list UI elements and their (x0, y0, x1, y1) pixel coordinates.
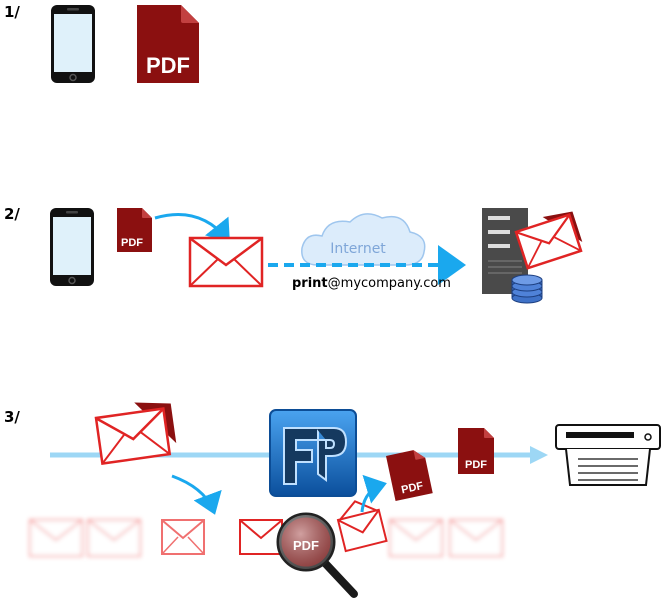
conveyor-arrowhead (530, 446, 548, 464)
fp-logo-icon (269, 409, 357, 497)
envelope-icon (514, 211, 583, 270)
pdf-file-label: PDF (400, 480, 424, 496)
blurred-envelope-queue (29, 519, 503, 557)
pdf-file-label: PDF (121, 237, 143, 249)
curved-arrow-down (171, 474, 222, 515)
cloud-label: Internet (330, 241, 386, 257)
curved-arrow-up (360, 474, 387, 513)
pdf-file-icon: PDF (386, 450, 433, 501)
step-3-label: 3/ (4, 408, 20, 426)
pdf-file-icon: PDF (137, 5, 199, 83)
pdf-file-label: PDF (146, 53, 190, 78)
curved-arrow (154, 213, 230, 243)
pdf-file-icon: PDF (117, 208, 152, 252)
cloud-icon: Internet (301, 213, 426, 266)
envelope-icon (94, 402, 177, 465)
envelope-icon (336, 500, 388, 553)
database-icon (511, 274, 543, 304)
pdf-file-label: PDF (465, 459, 487, 471)
email-address: print@mycompany.com (292, 276, 451, 291)
step-2-label: 2/ (4, 205, 20, 223)
email-user: print (292, 276, 328, 291)
envelope-icon (239, 519, 283, 555)
smartphone-icon (51, 5, 95, 83)
step-1-label: 1/ (4, 3, 20, 21)
magnifier-icon: PDF (276, 512, 358, 598)
envelope-icon (188, 236, 264, 288)
email-domain: @mycompany.com (327, 276, 451, 291)
smartphone-icon (50, 208, 94, 286)
pdf-file-icon: PDF (458, 428, 494, 474)
envelope-icon (161, 519, 205, 555)
printer-icon (555, 424, 661, 486)
pdf-file-label: PDF (293, 538, 319, 553)
